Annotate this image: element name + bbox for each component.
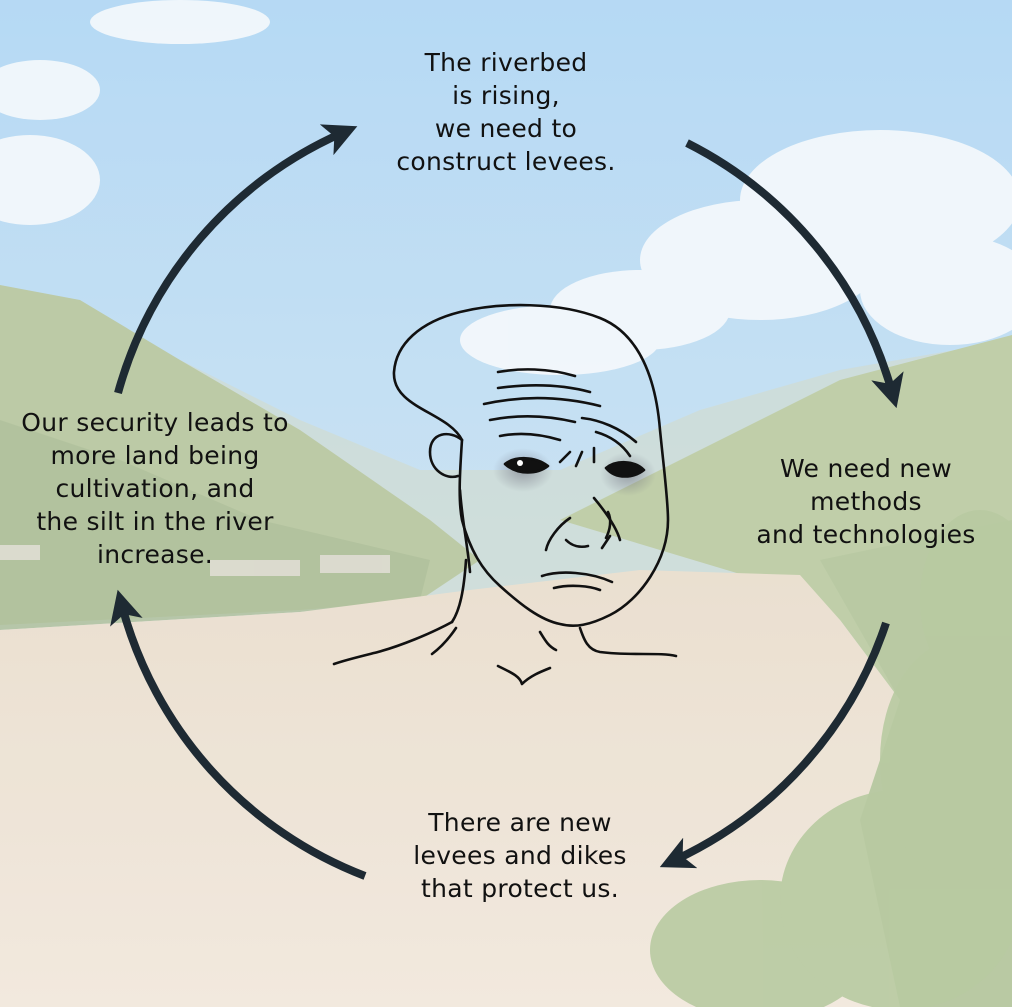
worried-face-sketch-icon	[332, 303, 678, 686]
step-line: construct levees.	[396, 147, 616, 176]
step-line: Our security leads to	[21, 408, 289, 437]
step-line: increase.	[96, 540, 214, 569]
step-line: There are new	[428, 808, 612, 837]
step-line: methods	[810, 487, 922, 516]
step-line: is rising,	[452, 81, 560, 110]
step-line: that protect us.	[421, 874, 619, 903]
step-line: The riverbed	[424, 48, 588, 77]
step-line: more land being	[50, 441, 260, 470]
cycle-arrows	[110, 124, 904, 880]
step-line: and technologies	[756, 520, 976, 549]
cycle-step-security-cultivation: Our security leads to more land being cu…	[0, 406, 310, 571]
step-line: We need new	[780, 454, 952, 483]
cycle-step-new-levees: There are new levees and dikes that prot…	[370, 806, 670, 905]
cycle-step-new-technologies: We need new methods and technologies	[726, 452, 1006, 551]
step-line: the silt in the river	[36, 507, 274, 536]
arrow-top-to-right	[685, 139, 904, 409]
arrow-left-to-top	[114, 124, 358, 395]
step-line: we need to	[434, 114, 578, 143]
arrow-bottom-to-left	[110, 589, 367, 880]
river	[0, 570, 900, 1007]
clouds	[0, 0, 1012, 375]
step-line: cultivation, and	[55, 474, 255, 503]
arrow-right-to-bottom	[659, 621, 890, 869]
step-line: levees and dikes	[413, 841, 627, 870]
cycle-step-riverbed-rising: The riverbed is rising, we need to const…	[356, 46, 656, 178]
